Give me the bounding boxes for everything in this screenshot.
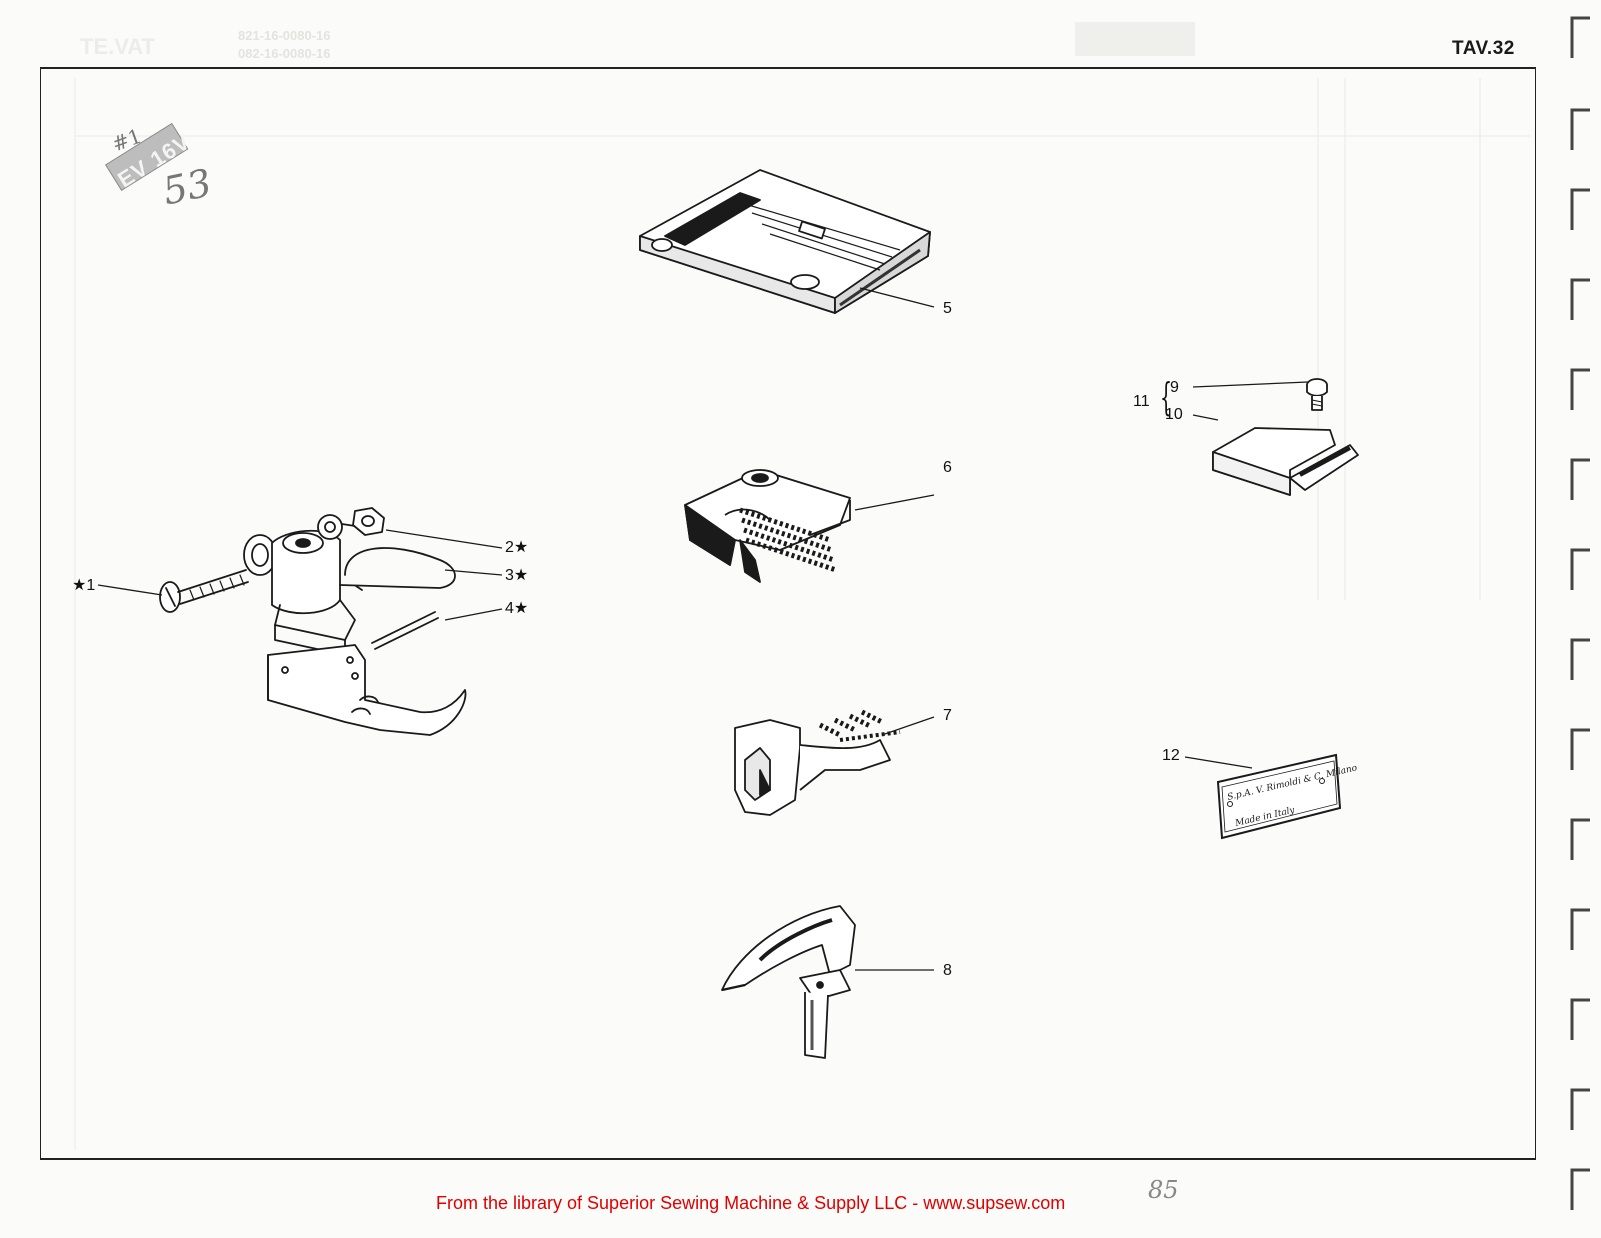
leader-lines xyxy=(97,287,1309,971)
callout-11: 11 xyxy=(1133,393,1150,410)
throat-plate xyxy=(639,169,931,314)
looper-8 xyxy=(721,905,856,1059)
stamp-ev16v xyxy=(104,122,189,192)
callout-3: 3★ xyxy=(505,567,529,584)
presser-foot-assembly xyxy=(159,507,467,736)
page-number: 85 xyxy=(1148,1176,1179,1204)
nameplate: S.p.A. V. Rimoldi & C. Milano Made in It… xyxy=(1216,753,1359,840)
page-frame xyxy=(40,67,1536,1160)
callout-5: 5 xyxy=(943,300,952,317)
bleed-through-block xyxy=(1075,22,1195,56)
bleed-through-text: TE.VAT xyxy=(80,34,155,59)
callout-4: 4★ xyxy=(505,600,529,617)
callout-12: 12 xyxy=(1162,747,1180,764)
bleed-through-text: 082-16-0080-16 xyxy=(238,46,331,61)
brace-11: { xyxy=(1160,375,1173,419)
callout-2: 2★ xyxy=(505,539,529,556)
callout-6: 6 xyxy=(943,459,952,476)
feed-dog-6 xyxy=(684,469,851,583)
binder-holes xyxy=(1570,16,1590,1210)
callout-8: 8 xyxy=(943,962,952,979)
callout-10: 10 xyxy=(1165,406,1183,423)
bleed-through-text: 821-16-0080-16 xyxy=(238,28,331,43)
library-footer: From the library of Superior Sewing Mach… xyxy=(436,1193,1066,1213)
callout-7: 7 xyxy=(943,707,952,724)
callout-9: 9 xyxy=(1170,379,1179,396)
handwritten-note: 53 xyxy=(158,160,216,214)
callout-1: ★1 xyxy=(72,577,96,594)
thread-guide-assembly xyxy=(1212,378,1359,496)
feed-dog-7 xyxy=(734,709,901,816)
bleed-through-table xyxy=(74,78,1530,1150)
plate-title: TAV.32 xyxy=(1452,38,1515,59)
